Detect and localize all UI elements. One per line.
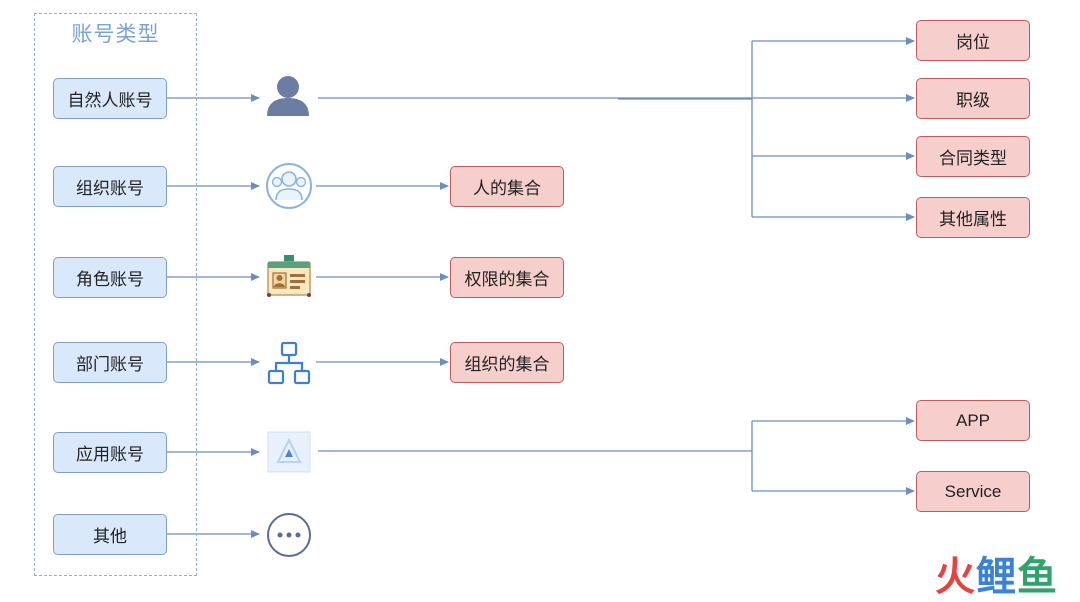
node-natural-person-account[interactable]: 自然人账号 [53, 78, 167, 119]
node-other-account[interactable]: 其他 [53, 514, 167, 555]
node-app-account[interactable]: 应用账号 [53, 432, 167, 473]
node-label: 合同类型 [939, 149, 1007, 168]
group-icon [266, 163, 312, 209]
node-label: 组织的集合 [464, 355, 550, 374]
node-label: 部门账号 [76, 355, 144, 374]
node-label: 职级 [956, 91, 990, 110]
node-label: 岗位 [956, 33, 990, 52]
node-label: 角色账号 [76, 270, 144, 289]
node-label: 组织账号 [76, 179, 144, 198]
watermark-char: 火 [935, 555, 976, 599]
node-app-kind-service[interactable]: Service [916, 471, 1030, 512]
user-icon [267, 76, 309, 116]
watermark-char: 鲤 [976, 555, 1017, 599]
node-label: Service [944, 481, 1002, 501]
node-label: APP [955, 410, 991, 430]
more-icon [267, 513, 311, 557]
node-collection-orgs[interactable]: 组织的集合 [450, 342, 564, 383]
account-type-group [34, 13, 197, 576]
node-attr-contract[interactable]: 合同类型 [916, 136, 1030, 177]
node-role-account[interactable]: 角色账号 [53, 257, 167, 298]
node-label: 自然人账号 [67, 91, 153, 110]
node-label: 其他属性 [939, 210, 1007, 229]
node-attr-post[interactable]: 岗位 [916, 20, 1030, 61]
watermark-char: 鱼 [1017, 555, 1058, 599]
node-attr-other[interactable]: 其他属性 [916, 197, 1030, 238]
node-attr-rank[interactable]: 职级 [916, 78, 1030, 119]
node-collection-people[interactable]: 人的集合 [450, 166, 564, 207]
node-label: 人的集合 [473, 179, 541, 198]
node-dept-account[interactable]: 部门账号 [53, 342, 167, 383]
org-chart-icon [267, 341, 311, 385]
node-label: 其他 [93, 527, 127, 546]
id-card-icon [267, 255, 311, 297]
watermark-logo: 火 鲤 鱼 [935, 544, 1058, 602]
node-collection-permissions[interactable]: 权限的集合 [450, 257, 564, 298]
group-title: 账号类型 [71, 23, 160, 46]
node-org-account[interactable]: 组织账号 [53, 166, 167, 207]
node-label: 权限的集合 [464, 270, 550, 289]
node-app-kind-app[interactable]: APP [916, 400, 1030, 441]
app-store-icon [267, 431, 311, 473]
node-label: 应用账号 [76, 445, 144, 464]
